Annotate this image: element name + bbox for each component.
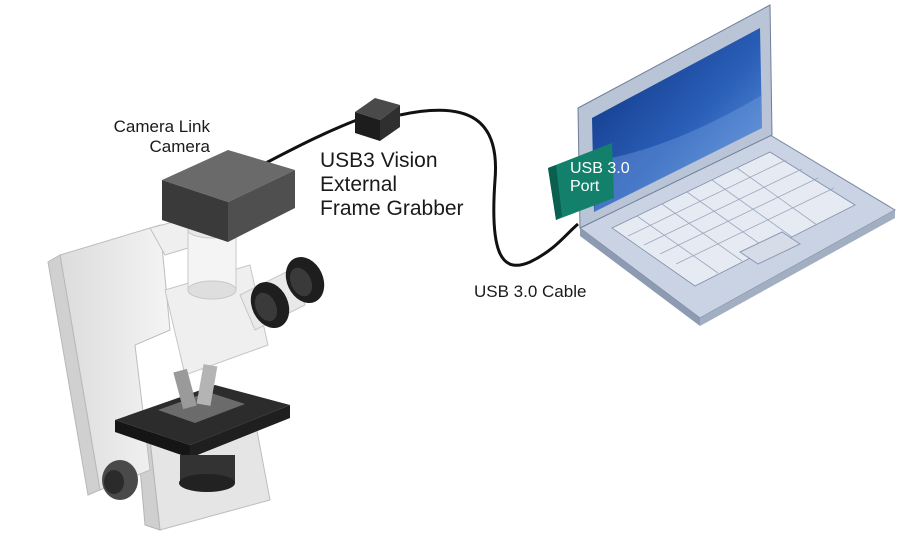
frame-grabber-label: USB3 Vision External Frame Grabber: [320, 149, 464, 221]
laptop: [577, 4, 897, 326]
camera-label-line-1: Camera Link: [113, 117, 210, 136]
camera-link-cable: [261, 116, 363, 167]
usb-port-badge: [548, 143, 614, 220]
camera-link-camera: [162, 150, 295, 242]
microscope: [47, 204, 325, 531]
usb-cable-label: USB 3.0 Cable: [474, 282, 587, 301]
camera-link-camera-label: Camera Link Camera: [60, 117, 210, 156]
keyboard-keys: [627, 159, 835, 274]
grabber-label-line-3: Frame Grabber: [320, 197, 464, 221]
camera-label-line-2: Camera: [149, 136, 210, 156]
grabber-label-line-2: External: [320, 173, 398, 197]
port-label-line-2: Port: [570, 177, 600, 195]
touchpad: [738, 231, 802, 265]
laptop-screen: [592, 28, 762, 212]
usb-port-label: USB 3.0 Port: [570, 160, 630, 195]
frame-grabber-box: [355, 98, 400, 141]
grabber-label-line-1: USB3 Vision: [320, 149, 438, 172]
usb-cable: [399, 108, 579, 267]
eyepieces: [239, 256, 325, 331]
port-label-line-1: USB 3.0: [570, 160, 630, 177]
